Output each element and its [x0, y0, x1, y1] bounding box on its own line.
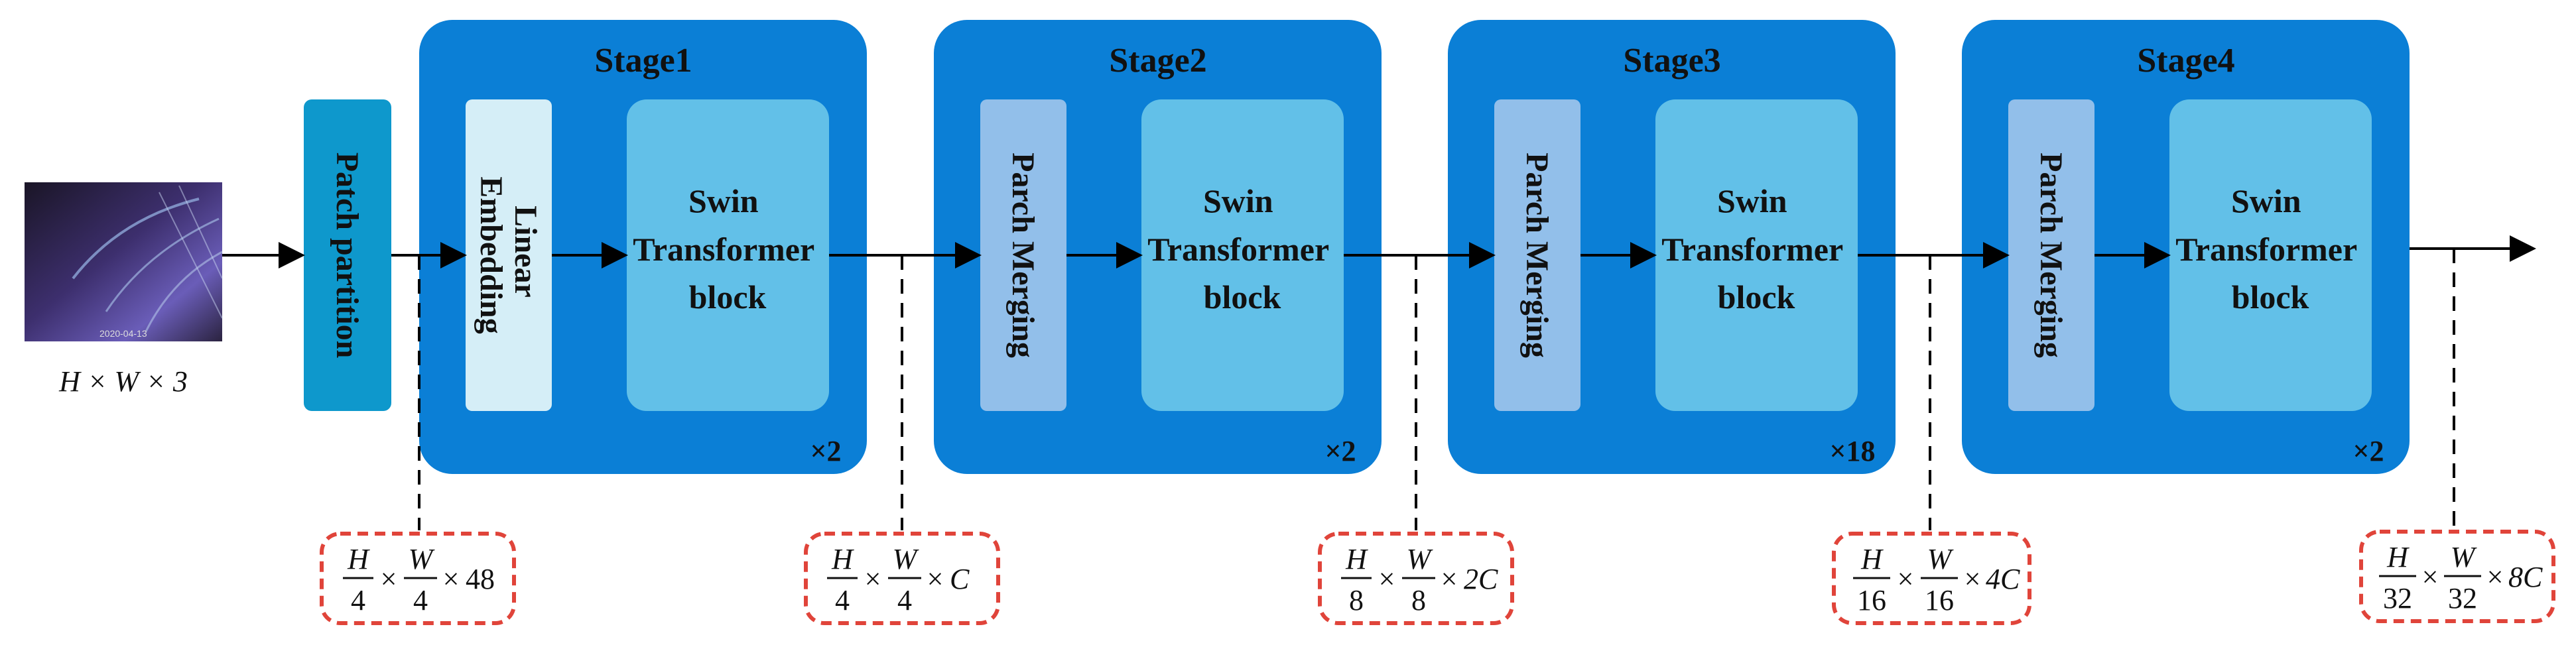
patch-merging-2-label: Parch Merging — [1005, 152, 1041, 358]
dim-3-num-1: H — [1345, 543, 1368, 575]
dim-1-den-2: 4 — [413, 584, 428, 617]
swin-transformer-block-1 — [627, 99, 829, 411]
dim-4-num-2: W — [1927, 543, 1954, 575]
dim-5-times-2: × — [2487, 561, 2504, 593]
patch-merging-3-label: Parch Merging — [1519, 152, 1555, 358]
swin-block-2-line-3: block — [1204, 278, 1281, 316]
dimension-connectors — [418, 249, 2455, 530]
dim-2-num-1: H — [831, 543, 854, 575]
swin-block-4-line-2: Transformer — [2175, 231, 2357, 268]
swin-block-4-label: Swin Transformer block — [2175, 182, 2365, 316]
patch-merging-block-2 — [980, 99, 1066, 411]
dim-3-den-2: 8 — [1411, 584, 1426, 617]
stage-3: Stage3 Parch Merging Swin Transformer bl… — [1448, 20, 1896, 474]
swin-block-1-line-2: Transformer — [633, 231, 814, 268]
stage-2-title: Stage2 — [1109, 42, 1206, 80]
dim-3-times-2: × — [1441, 563, 1458, 595]
input-image: 2020-04-13 — [25, 182, 223, 341]
dim-5-den-2: 32 — [2448, 582, 2477, 615]
dim-5-times-1: × — [2422, 561, 2439, 593]
dim-4-num-1: H — [1860, 543, 1884, 575]
dim-1-tail: 48 — [466, 563, 495, 595]
stage-2: Stage2 Parch Merging Swin Transformer bl… — [934, 20, 1382, 474]
linear-embedding-line-2: Embedding — [474, 176, 509, 333]
swin-block-3-line-1: Swin — [1717, 182, 1787, 219]
stage-4-title: Stage4 — [2137, 42, 2234, 80]
input-image-timestamp: 2020-04-13 — [99, 328, 147, 339]
swin-block-3-line-2: Transformer — [1661, 231, 1843, 268]
patch-merging-block-4 — [2008, 99, 2094, 411]
dim-2-times-2: × — [927, 563, 944, 595]
linear-embedding-block — [466, 99, 552, 411]
patch-merging-4-label: Parch Merging — [2033, 152, 2069, 358]
dimension-box-3: H 8 × W 8 × 2C — [1318, 532, 1514, 625]
dim-4-den-2: 16 — [1925, 584, 1954, 617]
swin-block-1-line-3: block — [689, 278, 767, 316]
dimension-box-4: H 16 × W 16 × 4C — [1832, 532, 2031, 625]
dim-2-num-2: W — [893, 543, 919, 575]
swin-block-2-line-2: Transformer — [1147, 231, 1329, 268]
dim-1-num-2: W — [409, 543, 435, 575]
dim-4-times-2: × — [1964, 563, 1981, 595]
stage-4: Stage4 Parch Merging Swin Transformer bl… — [1962, 20, 2410, 474]
stage-1: Stage1 Linear Embedding Swin Transformer… — [419, 20, 867, 474]
dim-3-times-1: × — [1379, 563, 1395, 595]
swin-block-3-label: Swin Transformer block — [1661, 182, 1851, 316]
flow-arrows — [222, 235, 2536, 268]
dim-2-den-1: 4 — [835, 584, 850, 617]
dim-4-tail: 4C — [1986, 563, 2020, 595]
swin-block-3-line-3: block — [1718, 278, 1795, 316]
swin-block-4-line-3: block — [2232, 278, 2309, 316]
swin-transformer-block-3 — [1655, 99, 1858, 411]
swin-block-4-line-1: Swin — [2231, 182, 2301, 219]
stage-1-repeat: ×2 — [810, 435, 841, 467]
swin-block-1-line-1: Swin — [688, 182, 759, 219]
stage-1-title: Stage1 — [594, 42, 692, 80]
dim-5-num-1: H — [2386, 541, 2410, 573]
linear-embedding-label: Linear Embedding — [474, 176, 543, 333]
dim-2-tail: C — [950, 563, 970, 595]
patch-merging-block-3 — [1494, 99, 1580, 411]
dim-1-num-1: H — [347, 543, 370, 575]
dim-3-num-2: W — [1407, 543, 1433, 575]
dimension-box-2: H 4 × W 4 × C — [804, 532, 1000, 625]
swin-block-1-label: Swin Transformer block — [633, 182, 822, 316]
dim-1-times-2: × — [443, 563, 460, 595]
dim-3-tail: 2C — [1464, 563, 1498, 595]
patch-partition-block — [304, 99, 391, 411]
dim-5-num-2: W — [2451, 541, 2477, 573]
swin-transformer-block-2 — [1141, 99, 1344, 411]
linear-embedding-line-1: Linear — [508, 206, 543, 297]
swin-block-2-line-1: Swin — [1203, 182, 1273, 219]
patch-partition-label: Patch partition — [330, 152, 365, 359]
stage-4-repeat: ×2 — [2352, 435, 2384, 467]
stage-2-repeat: ×2 — [1324, 435, 1356, 467]
stage-3-repeat: ×18 — [1829, 435, 1875, 467]
dim-1-den-1: 4 — [351, 584, 365, 617]
dimension-box-5: H 32 × W 32 × 8C — [2359, 530, 2555, 623]
dim-4-times-1: × — [1898, 563, 1914, 595]
swin-block-2-label: Swin Transformer block — [1147, 182, 1337, 316]
dim-3-den-1: 8 — [1349, 584, 1364, 617]
dim-4-den-1: 16 — [1857, 584, 1886, 617]
dim-2-times-1: × — [865, 563, 881, 595]
stage-3-title: Stage3 — [1623, 42, 1720, 80]
dimension-box-1: H 4 × W 4 × 48 — [320, 532, 516, 625]
swin-transformer-block-4 — [2169, 99, 2372, 411]
dim-1-times-1: × — [381, 563, 397, 595]
dim-2-den-2: 4 — [897, 584, 912, 617]
dim-5-tail: 8C — [2508, 561, 2543, 593]
dim-5-den-1: 32 — [2383, 582, 2412, 615]
input-size-label: H × W × 3 — [58, 365, 188, 398]
